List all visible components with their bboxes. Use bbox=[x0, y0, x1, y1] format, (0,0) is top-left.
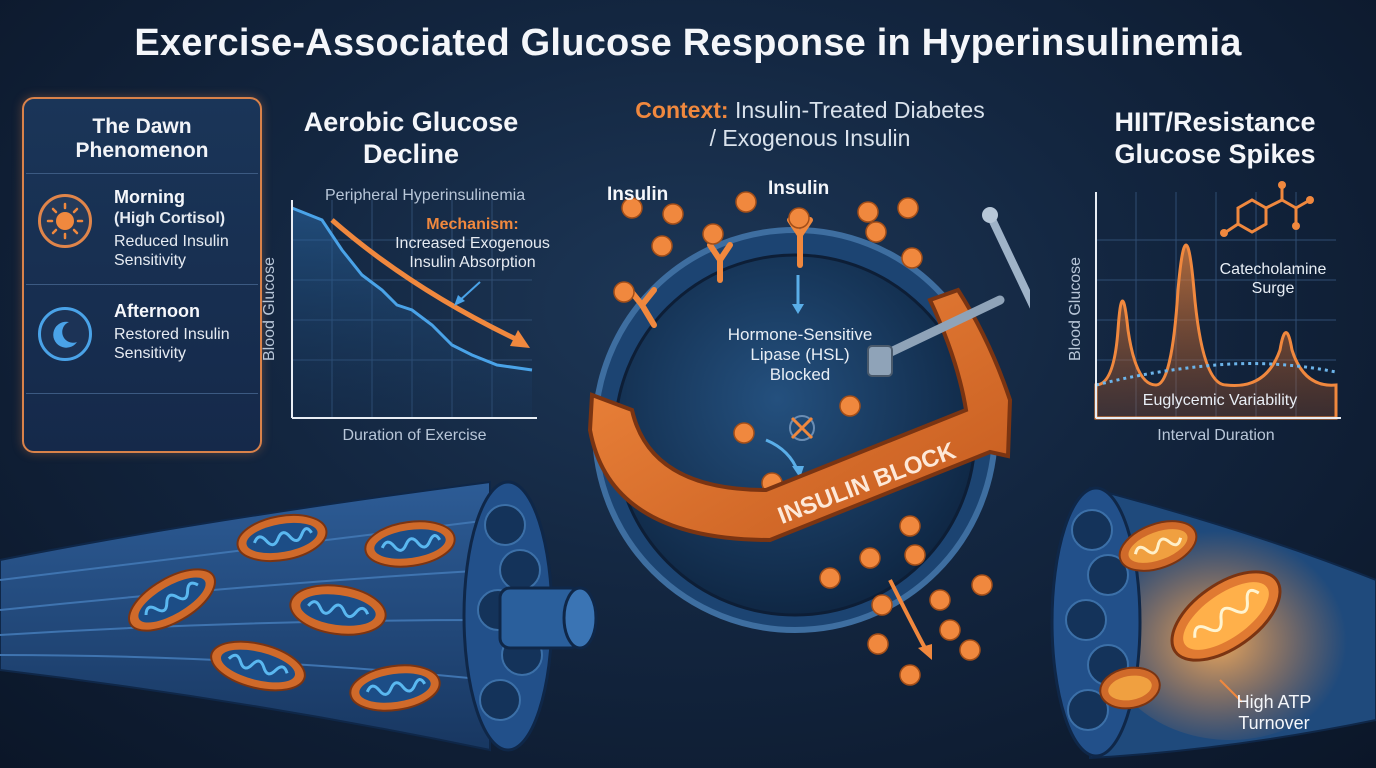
catecholamine-line1: Catecholamine bbox=[1219, 261, 1327, 278]
context-text: Context: Insulin-Treated Diabetes / Exog… bbox=[600, 96, 1020, 152]
catecholamine-label: Catecholamine Surge bbox=[1203, 260, 1343, 298]
clamp-pad bbox=[867, 345, 893, 377]
hsl-line3: Blocked bbox=[769, 365, 831, 384]
insulin-label-top: Insulin bbox=[768, 178, 830, 199]
myofibril-rod-end bbox=[562, 586, 598, 650]
hiit-title: HIIT/Resistance Glucose Spikes bbox=[1085, 106, 1345, 170]
aerobic-title-line2: Decline bbox=[362, 139, 460, 169]
afternoon-effect-line1: Restored Insulin bbox=[114, 326, 230, 343]
context-line1: Insulin-Treated Diabetes bbox=[734, 97, 985, 123]
morning-sub: (High Cortisol) bbox=[114, 210, 226, 227]
hsl-line1: Hormone-Sensitive bbox=[727, 325, 873, 344]
muscle-fiber-right bbox=[1050, 486, 1376, 760]
afternoon-effect-line2: Sensitivity bbox=[114, 345, 187, 362]
aerobic-xlabel: Duration of Exercise bbox=[342, 427, 487, 444]
mechanism-arrow-head bbox=[510, 330, 530, 348]
dawn-heading-line1: The Dawn bbox=[92, 115, 192, 138]
divider bbox=[26, 173, 258, 174]
divider bbox=[26, 393, 258, 394]
mechanism-heading: Mechanism: bbox=[426, 216, 519, 233]
hsl-line2: Lipase (HSL) bbox=[750, 345, 850, 364]
mechanism-arrow bbox=[330, 218, 524, 345]
signal-arrow-head bbox=[792, 304, 804, 314]
clamp-handle bbox=[986, 211, 1030, 309]
hiit-ylabel: Blood Glucose bbox=[1067, 256, 1084, 362]
central-cell-diagram bbox=[587, 191, 1030, 686]
mechanism-line1: Increased Exogenous bbox=[395, 235, 550, 252]
hiit-xlabel: Interval Duration bbox=[1157, 427, 1275, 444]
hiit-spike-curve bbox=[1094, 243, 1338, 420]
blocked-x-icon bbox=[790, 416, 814, 440]
aerobic-chart bbox=[291, 200, 537, 419]
clamp-handle-knob bbox=[982, 207, 998, 223]
mechanism-text: Mechanism: Increased Exogenous Insulin A… bbox=[385, 215, 560, 272]
clamp-screw bbox=[869, 295, 1005, 365]
divider bbox=[26, 284, 258, 285]
outflow-arrow-head bbox=[918, 644, 932, 660]
blocked-site bbox=[789, 415, 815, 441]
morning-effect-line2: Sensitivity bbox=[114, 252, 187, 269]
dawn-phenomenon-panel: The Dawn Phenomenon Morning (High Cortis… bbox=[22, 97, 262, 453]
sun-icon bbox=[38, 194, 92, 248]
clamp-body bbox=[587, 287, 1013, 543]
context-line2: / Exogenous Insulin bbox=[709, 125, 911, 151]
aerobic-ylabel: Blood Glucose bbox=[261, 256, 278, 362]
mitochondria bbox=[128, 513, 456, 712]
mitochondria bbox=[1099, 520, 1282, 710]
catecholamine-line2: Surge bbox=[1251, 280, 1295, 297]
catecholamine-atoms bbox=[1220, 181, 1314, 237]
hiit-title-line1: HIIT/Resistance bbox=[1114, 107, 1316, 137]
atp-label: High ATP Turnover bbox=[1224, 692, 1324, 734]
outflow-arrow bbox=[888, 579, 928, 651]
moon-icon bbox=[38, 307, 92, 361]
context-prefix: Context: bbox=[635, 97, 729, 123]
pointer-arrow-head bbox=[454, 295, 465, 306]
dawn-heading-line2: Phenomenon bbox=[75, 139, 209, 162]
aerobic-title: Aerobic Glucose Decline bbox=[280, 106, 542, 170]
hiit-title-line2: Glucose Spikes bbox=[1114, 139, 1316, 169]
aerobic-area bbox=[292, 208, 532, 418]
mechanism-line2: Insulin Absorption bbox=[409, 254, 536, 271]
myofibril-bundles bbox=[1065, 509, 1129, 731]
atp-pointer bbox=[1219, 679, 1243, 703]
morning-label: Morning bbox=[114, 187, 185, 207]
atp-line1: High ATP bbox=[1236, 692, 1312, 712]
page-title: Exercise-Associated Glucose Response in … bbox=[134, 22, 1242, 64]
afternoon-label: Afternoon bbox=[114, 301, 200, 321]
peripheral-label: Peripheral Hyperinsulinemia bbox=[325, 187, 526, 204]
dawn-heading: The Dawn Phenomenon bbox=[24, 115, 260, 163]
aerobic-glucose-line bbox=[291, 206, 533, 372]
morning-effect-line1: Reduced Insulin bbox=[114, 233, 229, 250]
atp-line2: Turnover bbox=[1238, 713, 1310, 733]
hsl-label: Hormone-Sensitive Lipase (HSL) Blocked bbox=[700, 325, 900, 385]
muscle-fiber-left bbox=[0, 480, 598, 752]
insulin-label-left: Insulin bbox=[607, 184, 669, 205]
euglycemic-label: Euglycemic Variability bbox=[1142, 392, 1298, 409]
aerobic-title-line1: Aerobic Glucose bbox=[303, 107, 519, 137]
hiit-chart bbox=[1094, 181, 1341, 420]
euglycemic-line bbox=[1095, 362, 1337, 387]
